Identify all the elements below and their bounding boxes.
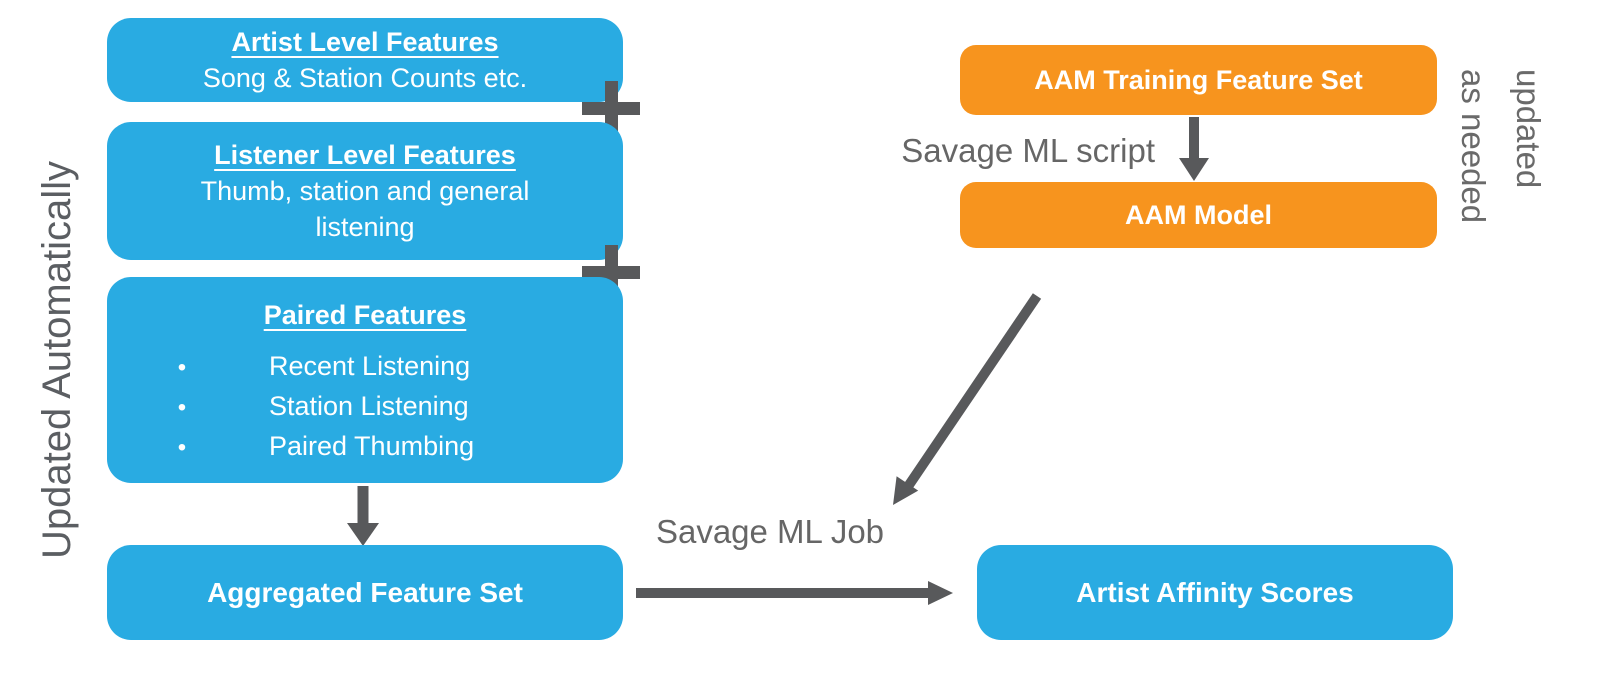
listener-level-features-title: Listener Level Features [214, 140, 516, 170]
updated-automatically-vertical-label: Updated Automatically [35, 161, 79, 560]
aam-model-box: AAM Model [960, 182, 1437, 248]
artist-level-features-subtitle: Song & Station Counts etc. [202, 63, 528, 93]
aggregated-feature-set-box: Aggregated Feature Set [107, 545, 623, 640]
aam-training-feature-set-label: AAM Training Feature Set [1034, 64, 1363, 95]
savage-ml-script-label: Savage ML script [901, 132, 1155, 169]
list-item: Paired Thumbing [107, 426, 623, 466]
arrow-down-icon [1179, 117, 1209, 181]
arrow-down-icon [347, 486, 379, 546]
artist-level-features-title: Artist Level Features [231, 27, 499, 57]
updated-as-needed-line2: as needed [1455, 69, 1492, 224]
updated-as-needed-vertical-label: updated as needed [1446, 69, 1556, 249]
savage-ml-job-label: Savage ML Job [655, 513, 885, 550]
plus-icon [582, 81, 640, 135]
bullet-label: Recent Listening [269, 350, 471, 381]
aam-training-feature-set-box: AAM Training Feature Set [960, 45, 1437, 115]
updated-as-needed-line1: updated [1510, 69, 1547, 189]
artist-level-features-box: Artist Level Features Song & Station Cou… [107, 18, 623, 102]
artist-affinity-scores-label: Artist Affinity Scores [1076, 576, 1354, 608]
paired-features-bullet-list: Recent Listening Station Listening Paire… [107, 346, 623, 466]
bullet-icon [175, 431, 189, 462]
bullet-icon [175, 391, 189, 422]
bullet-icon [175, 351, 189, 382]
arrow-diagonal-icon [893, 293, 1042, 505]
paired-features-title: Paired Features [263, 300, 467, 330]
list-item: Recent Listening [107, 346, 623, 386]
list-item: Station Listening [107, 386, 623, 426]
artist-affinity-scores-box: Artist Affinity Scores [977, 545, 1453, 640]
bullet-label: Paired Thumbing [269, 430, 475, 461]
bullet-label: Station Listening [269, 390, 469, 421]
listener-level-features-box: Listener Level Features Thumb, station a… [107, 122, 623, 260]
aam-model-label: AAM Model [1125, 199, 1272, 230]
aggregated-feature-set-label: Aggregated Feature Set [207, 576, 523, 608]
arrow-right-icon [636, 581, 953, 605]
listener-level-features-subtitle: Thumb, station and general listening [200, 176, 530, 242]
paired-features-box: Paired Features Recent Listening Station… [107, 277, 623, 483]
